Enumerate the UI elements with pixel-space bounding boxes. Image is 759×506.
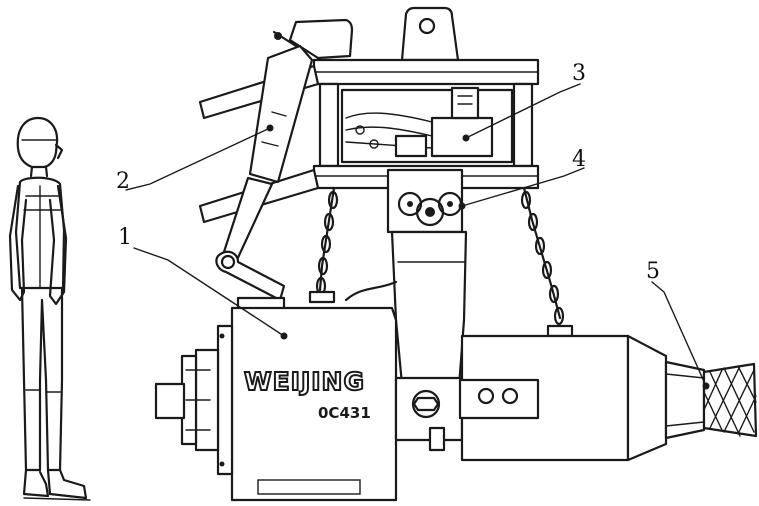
lifting-frame xyxy=(288,6,540,190)
leader-lines xyxy=(125,83,710,390)
lifting-chains xyxy=(308,186,574,338)
callout-3: 3 xyxy=(572,61,586,86)
hydraulic-arms xyxy=(198,30,320,302)
left-chain xyxy=(308,186,339,304)
right-chain xyxy=(520,186,574,338)
drive-tube xyxy=(394,334,758,462)
callout-1: 1 xyxy=(118,225,132,250)
central-column xyxy=(386,168,468,408)
human-scale-figure xyxy=(8,116,91,501)
gearbox-housing xyxy=(154,296,398,502)
callout-5: 5 xyxy=(646,259,660,284)
brand-label: WEIJING xyxy=(244,367,365,396)
model-label: 0C431 xyxy=(318,404,371,422)
callout-2: 2 xyxy=(116,169,130,194)
callout-4: 4 xyxy=(572,147,586,172)
